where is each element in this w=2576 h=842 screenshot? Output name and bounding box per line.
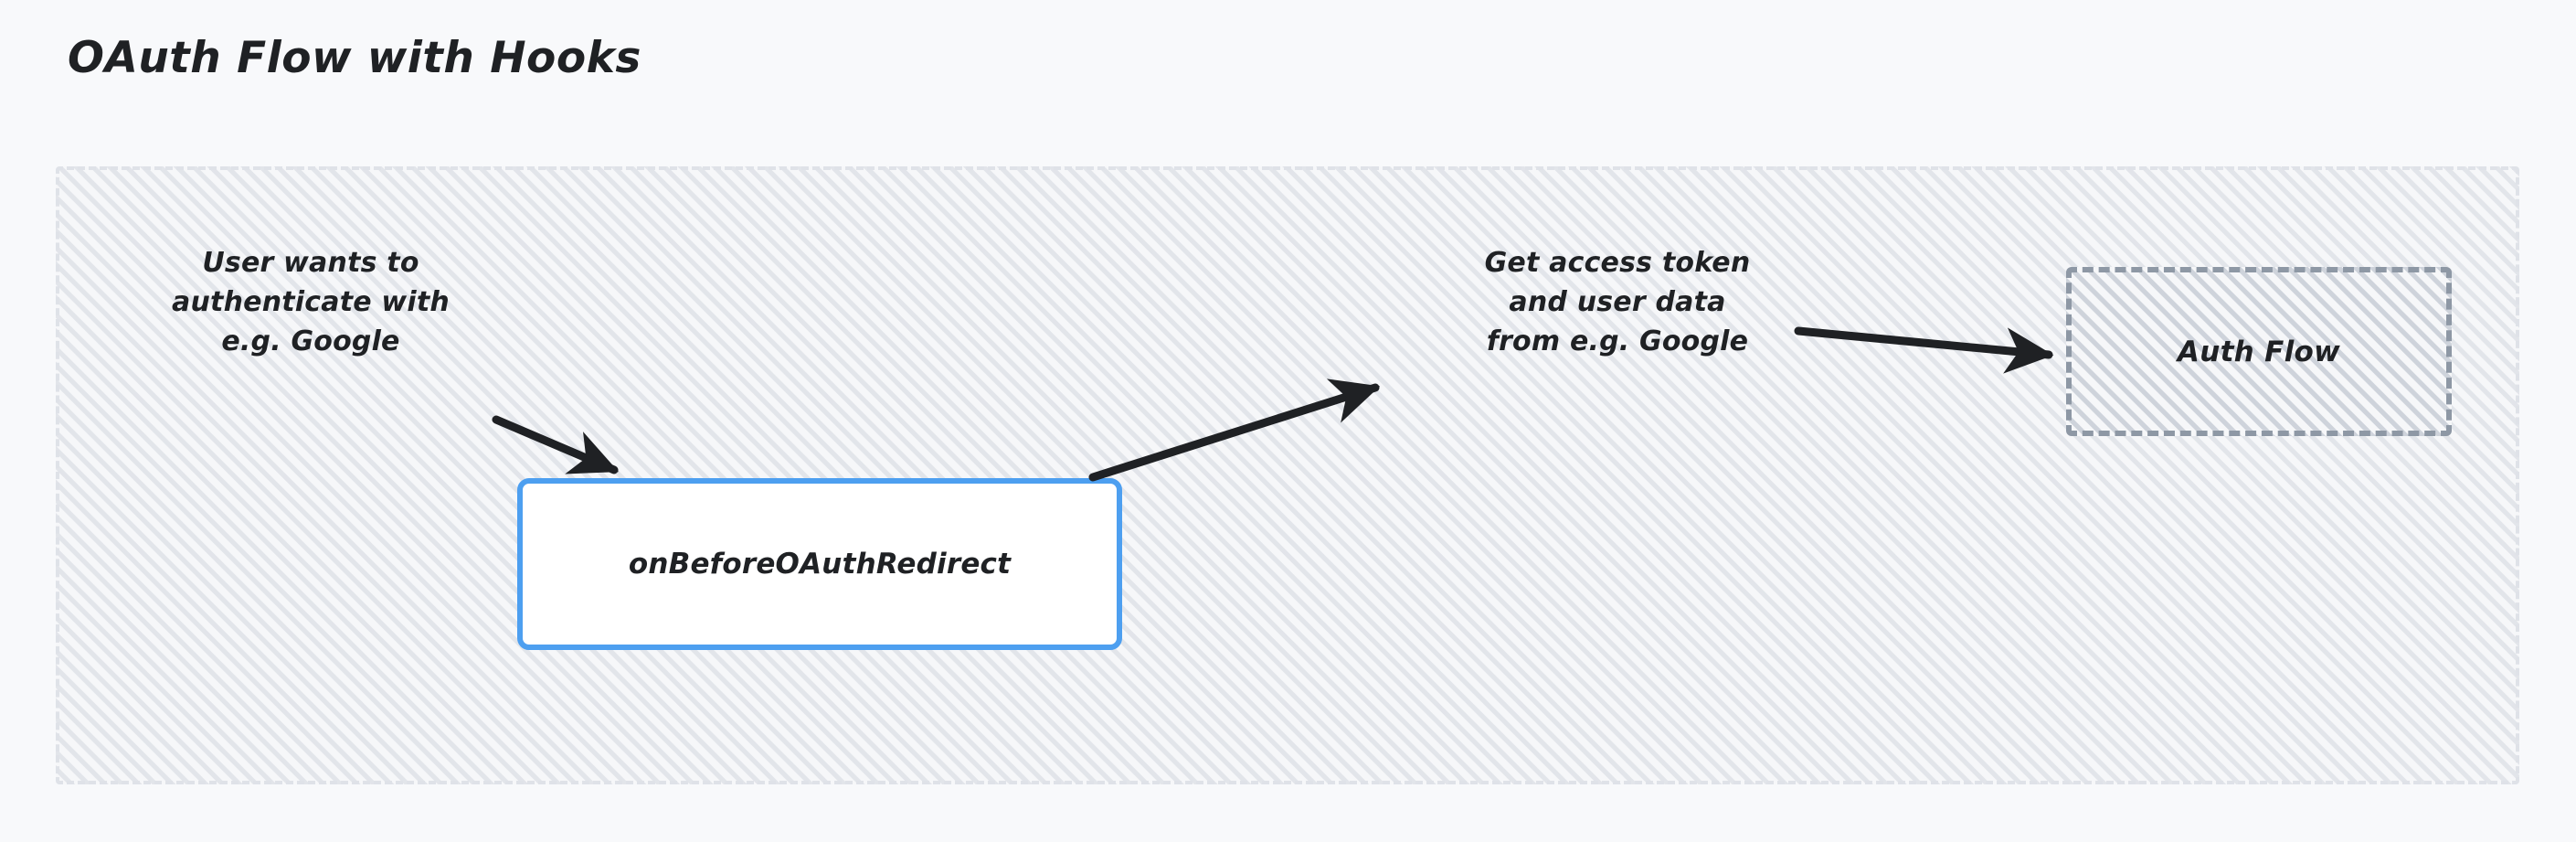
node-on-before-oauth-redirect[interactable]: onBeforeOAuthRedirect xyxy=(517,478,1122,650)
node-label-on-before-oauth-redirect: onBeforeOAuthRedirect xyxy=(628,548,1012,581)
page-title: OAuth Flow with Hooks xyxy=(68,33,641,83)
edge-label-user-to-hook: User wants to authenticate with e.g. Goo… xyxy=(172,247,450,357)
node-auth-flow[interactable]: Auth Flow xyxy=(2066,267,2452,436)
node-label-auth-flow: Auth Flow xyxy=(2177,335,2341,368)
edge-label-hook-to-auth-flow: Get access token and user data from e.g.… xyxy=(1484,247,1751,357)
